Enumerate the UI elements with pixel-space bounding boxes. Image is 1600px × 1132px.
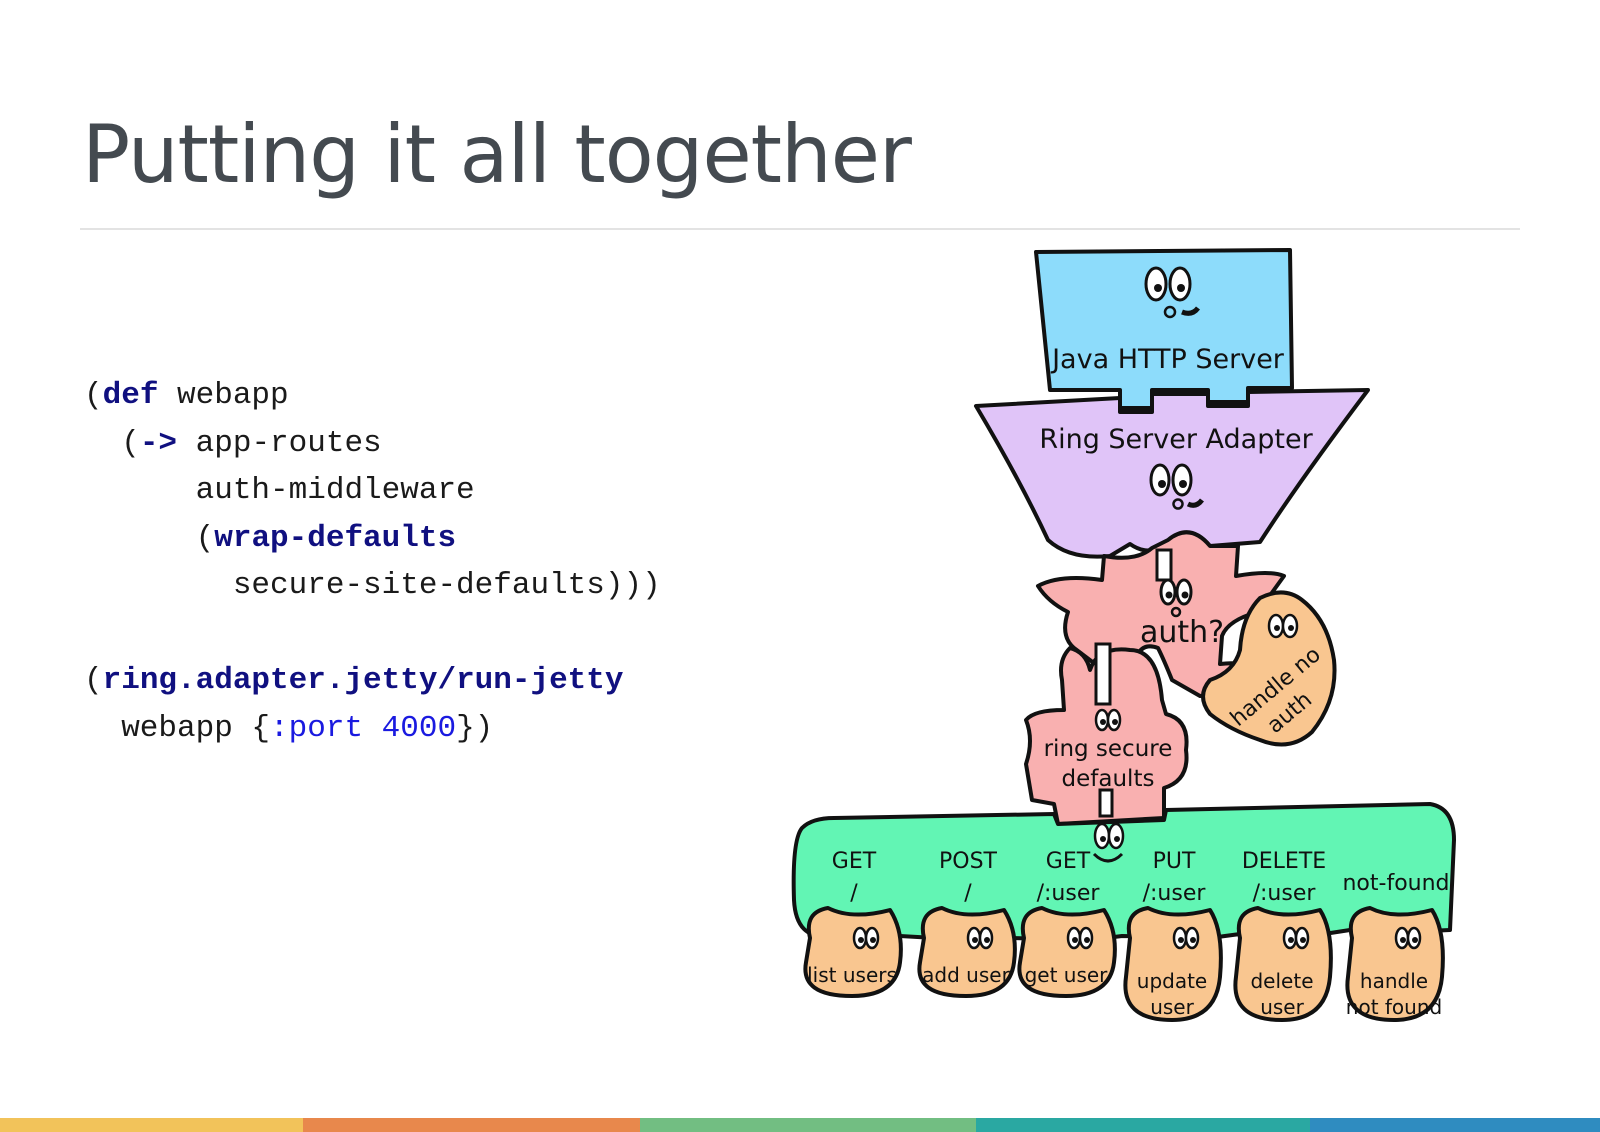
handle-no-auth-node: handle no auth	[1201, 590, 1337, 747]
code-block: (def webapp (-> app-routes auth-middlewa…	[84, 372, 661, 752]
code-line: webapp {:port 4000})	[84, 710, 494, 746]
footer-color-bar	[0, 1118, 1600, 1132]
handler-pupil-icon	[870, 937, 876, 943]
route-path-label: /	[850, 881, 858, 906]
route-method-label: not-found	[1342, 871, 1449, 896]
adapter-label: Ring Server Adapter	[1039, 424, 1313, 455]
code-line: (wrap-defaults	[84, 520, 457, 556]
handler-pupil-icon	[1288, 937, 1294, 943]
adapter-face-icon	[1149, 463, 1204, 510]
ring-pipeline-diagram: Java HTTP Server Ring Server Adapter aut…	[791, 248, 1456, 1022]
java-http-server-node: Java HTTP Server	[1034, 248, 1294, 410]
route-handler-label: handle	[1360, 969, 1428, 993]
route-path-label: /	[964, 881, 972, 906]
code-line: secure-site-defaults)))	[84, 568, 661, 603]
route-method-label: PUT	[1153, 849, 1196, 874]
ring-server-adapter-node: Ring Server Adapter	[974, 388, 1370, 559]
route-method-label: POST	[939, 849, 998, 874]
no-auth-face-icon	[1267, 613, 1299, 639]
auth-face-icon	[1159, 578, 1193, 618]
route-handler-label: update	[1137, 969, 1207, 993]
route-path-label: /:user	[1037, 881, 1101, 906]
code-line: auth-middleware	[84, 473, 475, 508]
code-line: (def webapp	[84, 378, 289, 413]
handler-pupil-icon	[972, 937, 978, 943]
route-path-label: /:user	[1143, 881, 1207, 906]
handler-pupil-icon	[1412, 937, 1418, 943]
footer-segment	[1310, 1118, 1600, 1132]
secure-face-icon	[1094, 708, 1122, 732]
handler-pupil-icon	[1400, 937, 1406, 943]
handler-pupil-icon	[1072, 937, 1078, 943]
routes-layer: GET / list users POST / add user GET /:user get …	[803, 849, 1450, 1022]
route-handler-label: user	[1150, 995, 1194, 1019]
route-method-label: GET	[832, 849, 877, 874]
server-face-icon	[1144, 266, 1200, 319]
code-line: (-> app-routes	[84, 425, 382, 461]
server-label: Java HTTP Server	[1050, 344, 1285, 375]
handler-pupil-icon	[1190, 937, 1196, 943]
auth-label: auth?	[1140, 615, 1224, 650]
route-handler-label: list users	[807, 963, 897, 987]
handler-pupil-icon	[984, 937, 990, 943]
route-handler-label: add user	[922, 963, 1010, 987]
handler-pupil-icon	[1084, 937, 1090, 943]
route-method-label: DELETE	[1242, 849, 1326, 874]
handler-pupil-icon	[1178, 937, 1184, 943]
ring-secure-defaults-node: ring secure defaults	[1024, 642, 1189, 826]
secure-defaults-line1: ring secure	[1044, 736, 1173, 762]
footer-segment	[303, 1118, 640, 1132]
secure-defaults-line2: defaults	[1062, 766, 1155, 792]
footer-segment	[976, 1118, 1310, 1132]
router-face-icon	[1092, 822, 1125, 863]
code-line: (ring.adapter.jetty/run-jetty	[84, 663, 624, 698]
route-handler-label: delete	[1250, 969, 1313, 993]
route-handler-label: user	[1260, 995, 1304, 1019]
footer-segment	[0, 1118, 303, 1132]
route-path-label: /:user	[1253, 881, 1317, 906]
route-handler-label: not found	[1346, 995, 1442, 1019]
handler-pupil-icon	[1300, 937, 1306, 943]
route-handler-label: get user	[1025, 963, 1109, 987]
title-divider	[80, 228, 1520, 230]
route-method-label: GET	[1046, 849, 1091, 874]
footer-segment	[640, 1118, 976, 1132]
handler-pupil-icon	[858, 937, 864, 943]
slide-title: Putting it all together	[82, 108, 912, 201]
